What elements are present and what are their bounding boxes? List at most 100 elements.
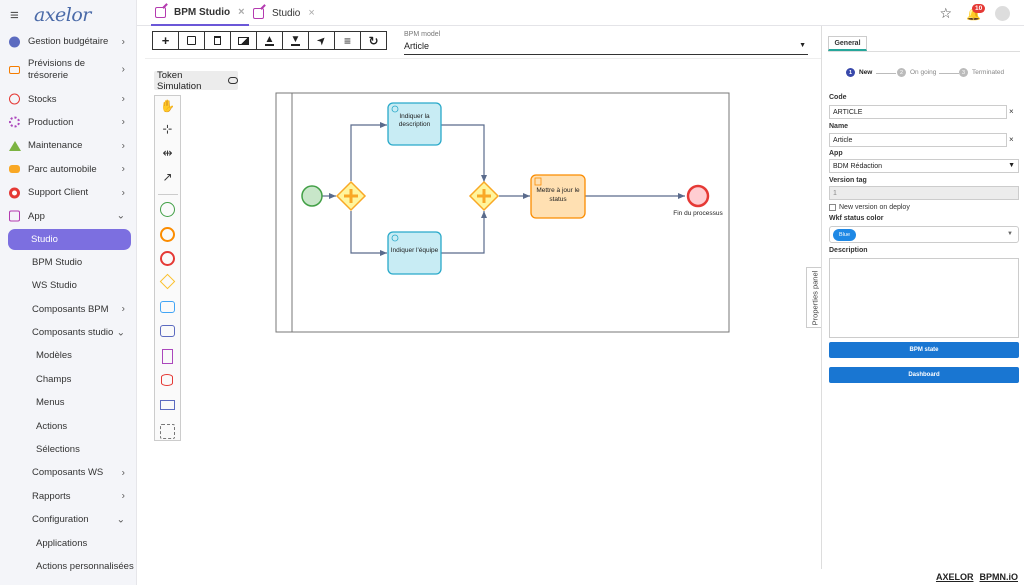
sidebar-item-support-client[interactable]: Support Client › <box>0 181 136 204</box>
clear-icon[interactable]: × <box>1009 107 1014 116</box>
chevron-down-icon: ⌄ <box>116 327 125 339</box>
end-event[interactable] <box>686 184 710 208</box>
avatar[interactable] <box>995 6 1010 21</box>
tab-label: Studio <box>272 7 301 19</box>
add-button[interactable]: + <box>152 31 179 50</box>
save-button[interactable] <box>178 31 205 50</box>
intermediate-event-icon[interactable] <box>160 227 175 242</box>
app-select[interactable]: BDM Rédaction ▼ <box>829 159 1019 173</box>
edit-icon <box>9 210 20 222</box>
clear-icon[interactable]: × <box>1009 135 1014 144</box>
bpmn-canvas[interactable]: Indiquer la description Indiquer l'équip… <box>188 59 808 559</box>
task-mettre-a-jour-status[interactable] <box>530 174 586 219</box>
sidebar-item-actions-personnalisees[interactable]: Actions personnalisées <box>0 555 136 578</box>
bpmn-io-brand[interactable]: BPMN.iO <box>979 572 1018 582</box>
close-icon[interactable]: × <box>308 7 315 19</box>
task-icon[interactable] <box>160 301 175 313</box>
end-event-icon[interactable] <box>160 251 175 266</box>
properties-panel: General 1 New 2 On going 3 Terminated Co… <box>821 26 1024 569</box>
delete-button[interactable] <box>204 31 231 50</box>
code-field[interactable]: ARTICLE <box>829 105 1007 119</box>
space-tool-icon[interactable]: ⇹ <box>162 146 173 160</box>
close-icon[interactable]: × <box>238 6 245 18</box>
sidebar-item-studio[interactable]: Studio <box>8 228 131 250</box>
start-event-icon[interactable] <box>160 202 175 217</box>
data-store-icon[interactable] <box>161 374 173 386</box>
sidebar-item-applications[interactable]: Applications <box>0 531 136 554</box>
lasso-tool-icon[interactable]: ⊹ <box>162 122 173 136</box>
sidebar-item-configuration[interactable]: Configuration ⌄ <box>0 508 136 531</box>
edit-icon <box>155 6 166 18</box>
hand-tool-icon[interactable]: ✋ <box>160 99 175 113</box>
sidebar-item-bpm-studio[interactable]: BPM Studio <box>0 251 136 274</box>
bell-icon[interactable]: 🔔 10 <box>966 3 986 21</box>
star-icon[interactable]: ☆ <box>939 5 953 21</box>
sidebar-item-label: Gestion budgétaire <box>28 36 109 48</box>
tab-studio[interactable]: Studio × <box>249 0 319 26</box>
refresh-icon: ↻ <box>368 33 379 48</box>
app-logo[interactable]: axelor <box>34 4 91 26</box>
sidebar-item-actions[interactable]: Actions <box>0 414 136 437</box>
new-version-checkbox[interactable]: New version on deploy <box>829 204 910 211</box>
deploy-button[interactable]: ➤ <box>308 31 335 50</box>
sidebar-item-previsions-tresorerie[interactable]: Prévisions de trésorerie › <box>0 53 136 87</box>
checkbox-icon[interactable] <box>829 204 836 211</box>
notification-badge: 10 <box>972 3 986 13</box>
connect-tool-icon[interactable]: ↗ <box>162 170 173 184</box>
sidebar-item-composants-ws[interactable]: Composants WS › <box>0 461 136 484</box>
token-simulation-toggle[interactable]: Token Simulation <box>154 69 238 92</box>
sidebar-item-champs[interactable]: Champs <box>0 368 136 391</box>
gateway-icon[interactable] <box>159 273 176 290</box>
sequence-flows <box>322 122 685 256</box>
app-selected: BDM Rédaction <box>833 162 883 170</box>
sidebar-item-rapports[interactable]: Rapports › <box>0 485 136 508</box>
sidebar-item-stocks[interactable]: Stocks › <box>0 87 136 110</box>
pool-icon[interactable] <box>160 400 175 410</box>
tab-bpm-studio[interactable]: BPM Studio × <box>151 0 249 26</box>
sidebar-item-modeles[interactable]: Modèles <box>0 344 136 367</box>
bpm-model-value[interactable]: Article ▼ <box>404 41 808 55</box>
group-icon[interactable] <box>160 424 175 439</box>
sidebar-item-composants-bpm[interactable]: Composants BPM › <box>0 298 136 321</box>
pool[interactable] <box>275 92 730 333</box>
sidebar-item-ws-studio[interactable]: WS Studio <box>0 274 136 297</box>
start-event[interactable] <box>301 185 323 207</box>
bpm-model-select[interactable]: BPM model Article ▼ <box>404 31 808 55</box>
chevron-down-icon: ⌄ <box>116 210 125 222</box>
sidebar-item-composants-studio[interactable]: Composants studio ⌄ <box>0 321 136 344</box>
subprocess-icon[interactable] <box>160 325 175 337</box>
download-button[interactable]: ▼ <box>282 31 309 50</box>
image-button[interactable] <box>230 31 257 50</box>
dashboard-button[interactable]: Dashboard <box>829 367 1019 383</box>
hamburger-icon[interactable]: ≡ <box>10 6 19 24</box>
data-object-icon[interactable] <box>162 349 173 364</box>
color-chip: Blue <box>833 229 857 241</box>
sidebar-item-app[interactable]: App ⌄ <box>0 204 136 227</box>
sidebar-item-maintenance[interactable]: Maintenance › <box>0 134 136 157</box>
sidebar-item-label: Support Client <box>28 187 89 199</box>
parallel-gateway-join[interactable] <box>468 180 500 212</box>
sidebar-item-label: App <box>28 210 45 222</box>
sidebar-item-menus[interactable]: Menus <box>0 391 136 414</box>
task-indiquer-description[interactable] <box>387 102 442 146</box>
name-field[interactable]: Article <box>829 133 1007 147</box>
axelor-brand[interactable]: AXELOR <box>935 572 974 582</box>
wkf-color-select[interactable]: Blue ▼ <box>829 226 1019 243</box>
properties-panel-toggle[interactable]: Properties panel <box>806 267 822 328</box>
token-simulation-label: Token Simulation <box>157 69 202 92</box>
sidebar-item-parc-automobile[interactable]: Parc automobile › <box>0 158 136 181</box>
task-indiquer-equipe[interactable] <box>387 231 442 275</box>
description-textarea[interactable] <box>829 258 1019 338</box>
menu-button[interactable]: ≡ <box>334 31 361 50</box>
sidebar-item-production[interactable]: Production › <box>0 111 136 134</box>
sidebar-item-gestion-budgetaire[interactable]: Gestion budgétaire › <box>0 30 136 53</box>
divider <box>828 51 1020 52</box>
footer-brands: AXELOR BPMN.iO <box>936 572 1018 582</box>
refresh-button[interactable]: ↻ <box>360 31 387 50</box>
tab-general[interactable]: General <box>828 36 867 51</box>
sidebar-item-selections[interactable]: Sélections <box>0 438 136 461</box>
bpm-state-button[interactable]: BPM state <box>829 342 1019 358</box>
car-icon <box>9 165 20 174</box>
parallel-gateway-split[interactable] <box>335 180 367 212</box>
upload-button[interactable]: ▲ <box>256 31 283 50</box>
